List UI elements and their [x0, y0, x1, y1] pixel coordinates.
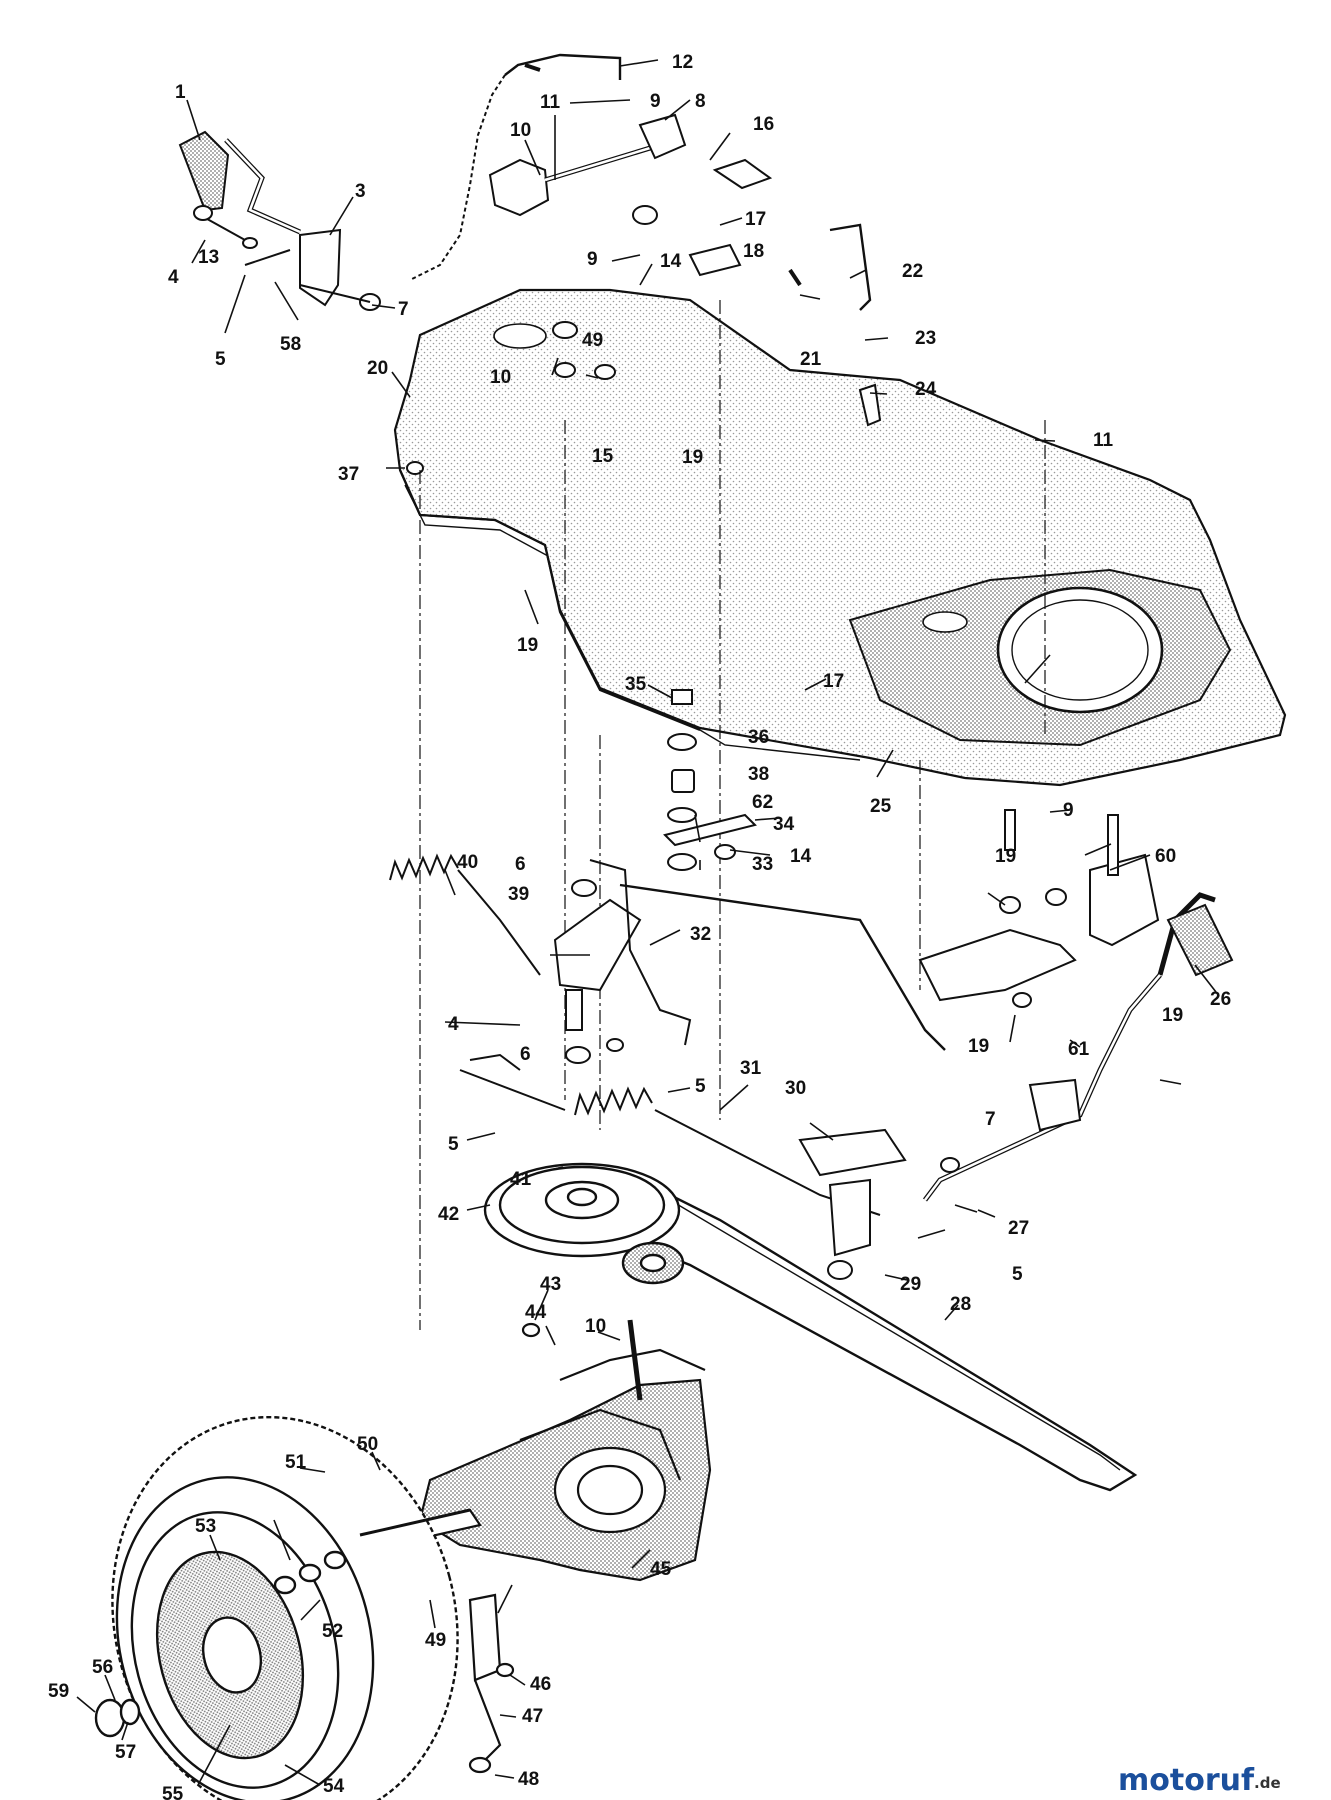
callout-21: 21 — [800, 349, 822, 370]
callout-25: 25 — [870, 796, 892, 817]
callout-26: 26 — [1210, 989, 1231, 1010]
callout-31: 31 — [740, 1058, 762, 1079]
callout-10: 10 — [510, 120, 531, 141]
callout-51: 51 — [285, 1452, 307, 1473]
callout-28: 28 — [950, 1294, 971, 1315]
callout-62: 62 — [752, 792, 773, 813]
callout-9: 9 — [587, 249, 598, 270]
callout-14: 14 — [790, 846, 812, 867]
upper-linkage — [406, 53, 882, 475]
callout-52: 52 — [322, 1621, 343, 1642]
spacer-stack — [663, 689, 757, 871]
callout-19: 19 — [968, 1036, 989, 1057]
callout-58: 58 — [280, 334, 301, 355]
callout-61: 61 — [1068, 1039, 1090, 1060]
watermark-brand-main: motoruf — [1118, 1763, 1255, 1798]
callout-57: 57 — [115, 1742, 136, 1763]
transaxle — [358, 1319, 712, 1774]
callout-39: 39 — [508, 884, 529, 905]
callout-35: 35 — [625, 674, 647, 695]
callout-47: 47 — [522, 1706, 543, 1727]
callout-1: 1 — [175, 82, 186, 103]
callout-14: 14 — [660, 251, 682, 272]
callout-16: 16 — [753, 114, 774, 135]
callout-19: 19 — [1162, 1005, 1183, 1026]
callout-55: 55 — [162, 1784, 184, 1800]
callout-33: 33 — [752, 854, 773, 875]
callout-30: 30 — [785, 1078, 806, 1099]
callout-29: 29 — [900, 1274, 921, 1295]
callout-37: 37 — [338, 464, 359, 485]
callout-11: 11 — [540, 92, 561, 113]
lever-assembly — [178, 130, 381, 311]
callout-46: 46 — [530, 1674, 551, 1695]
callout-42: 42 — [438, 1204, 459, 1225]
callout-44: 44 — [525, 1302, 547, 1323]
callout-19: 19 — [517, 635, 538, 656]
callout-13: 13 — [198, 247, 219, 268]
callout-3: 3 — [355, 181, 366, 202]
callout-60: 60 — [1155, 846, 1176, 867]
callout-56: 56 — [92, 1657, 113, 1678]
watermark-brand-suffix: .de — [1254, 1774, 1281, 1792]
callout-10: 10 — [490, 367, 511, 388]
chassis-frame — [393, 288, 1287, 787]
callout-24: 24 — [915, 379, 937, 400]
callout-43: 43 — [540, 1274, 561, 1295]
callout-17: 17 — [745, 209, 766, 230]
callout-6: 6 — [520, 1044, 531, 1065]
callout-19: 19 — [995, 846, 1016, 867]
callout-49: 49 — [582, 330, 603, 351]
callout-7: 7 — [398, 299, 409, 320]
callout-50: 50 — [357, 1434, 378, 1455]
callout-34: 34 — [773, 814, 795, 835]
callout-36: 36 — [748, 727, 769, 748]
watermark-brand: motoruf.de — [1118, 1763, 1281, 1798]
callout-11: 11 — [1093, 430, 1114, 451]
callout-12: 12 — [672, 52, 693, 73]
callout-59: 59 — [48, 1681, 69, 1702]
callouts: 1 3 4 4 5 5 5 5 6 6 7 7 8 9 9 9 10 10 10… — [48, 52, 1231, 1800]
callout-5: 5 — [215, 349, 226, 370]
callout-54: 54 — [323, 1776, 345, 1797]
callout-49: 49 — [425, 1630, 446, 1651]
callout-17: 17 — [823, 671, 844, 692]
callout-18: 18 — [743, 241, 764, 262]
callout-48: 48 — [518, 1769, 539, 1790]
callout-6: 6 — [515, 854, 526, 875]
callout-41: 41 — [510, 1169, 532, 1190]
mid-brackets — [553, 809, 1160, 1064]
callout-9: 9 — [650, 91, 661, 112]
callout-53: 53 — [195, 1516, 216, 1537]
callout-40: 40 — [457, 852, 478, 873]
callout-32: 32 — [690, 924, 711, 945]
callout-5: 5 — [448, 1134, 459, 1155]
callout-5: 5 — [1012, 1264, 1023, 1285]
callout-10: 10 — [585, 1316, 606, 1337]
callout-15: 15 — [592, 446, 614, 467]
callout-27: 27 — [1008, 1218, 1029, 1239]
springs — [389, 853, 881, 1216]
callout-23: 23 — [915, 328, 936, 349]
leader-lines — [76, 59, 1217, 1786]
callout-45: 45 — [650, 1559, 672, 1580]
rear-wheel — [94, 1415, 471, 1800]
callout-20: 20 — [367, 358, 388, 379]
pulley-belt — [483, 1162, 1138, 1492]
pedal-linkage — [798, 892, 1234, 1280]
callout-4: 4 — [448, 1014, 459, 1035]
callout-8: 8 — [695, 91, 706, 112]
callout-22: 22 — [902, 261, 923, 282]
callout-4: 4 — [168, 267, 179, 288]
callout-7: 7 — [985, 1109, 996, 1130]
callout-9: 9 — [1063, 800, 1074, 821]
callout-5: 5 — [695, 1076, 706, 1097]
guide-lines — [419, 300, 1046, 1330]
callout-38: 38 — [748, 764, 769, 785]
callout-19: 19 — [682, 447, 703, 468]
watermark: motoruf.de — [1118, 1763, 1281, 1798]
